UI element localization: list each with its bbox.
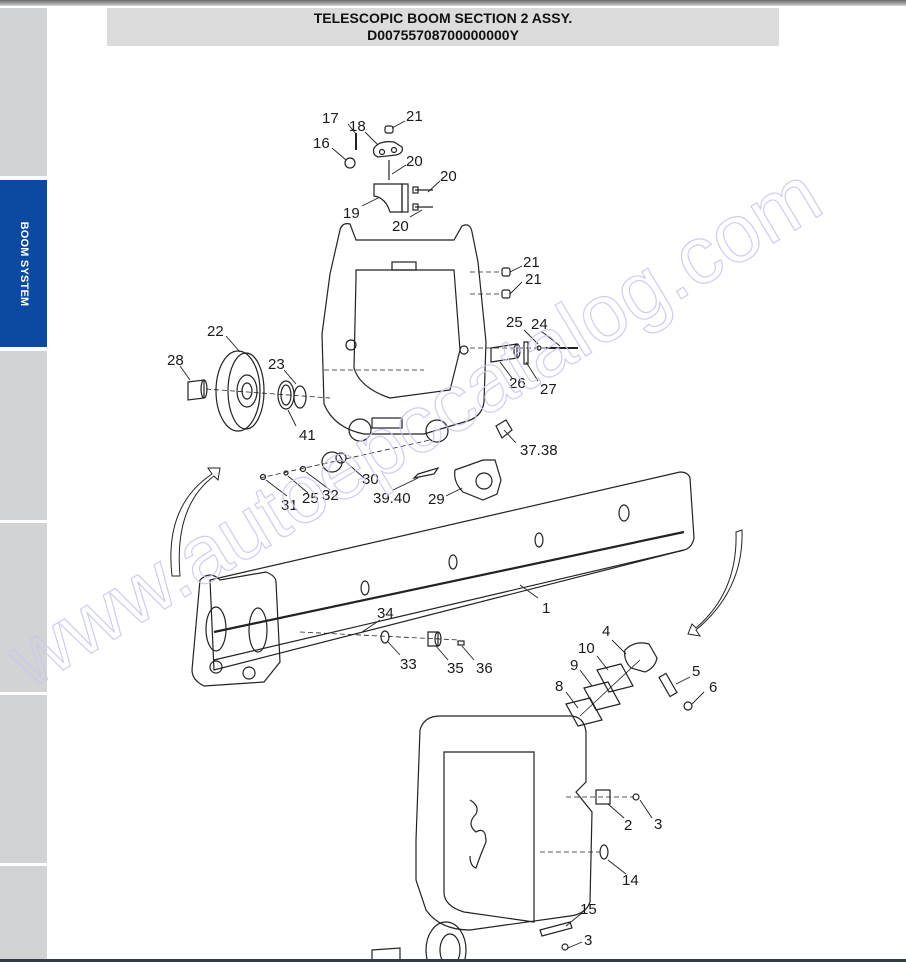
callout-5[interactable]: 5 (692, 663, 700, 680)
callout-1[interactable]: 1 (542, 600, 550, 617)
callout-2[interactable]: 2 (624, 817, 632, 834)
callout-37-38[interactable]: 37.38 (520, 442, 558, 459)
callout-17[interactable]: 17 (322, 110, 339, 127)
pin-group-24-27 (470, 267, 578, 365)
callout-33[interactable]: 33 (400, 656, 417, 673)
callout-32[interactable]: 32 (322, 487, 339, 504)
callout-20[interactable]: 20 (392, 218, 409, 235)
callout-4[interactable]: 4 (602, 623, 610, 640)
callout-20[interactable]: 20 (440, 168, 457, 185)
callout-9[interactable]: 9 (570, 657, 578, 674)
callout-20[interactable]: 20 (406, 153, 423, 170)
callout-21[interactable]: 21 (523, 254, 540, 271)
callout-27[interactable]: 27 (540, 381, 557, 398)
callout-23[interactable]: 23 (268, 356, 285, 373)
bottom-frame-bar (0, 959, 906, 962)
assembly-part-number: D00755708700000000Y (367, 27, 519, 43)
boom-end-section (371, 715, 640, 959)
callout-34[interactable]: 34 (377, 605, 394, 622)
sidebar-tab-label: BOOM SYSTEM (17, 221, 30, 306)
sidebar-tab-5[interactable] (0, 695, 47, 863)
callout-26[interactable]: 26 (509, 375, 526, 392)
callout-29[interactable]: 29 (428, 491, 445, 508)
assembly-title: TELESCOPIC BOOM SECTION 2 ASSY. (313, 10, 573, 26)
sheave-group (187, 350, 331, 432)
callout-19[interactable]: 19 (343, 205, 360, 222)
sidebar-tab-1[interactable] (0, 8, 47, 176)
callout-16[interactable]: 16 (313, 135, 330, 152)
callout-21[interactable]: 21 (406, 108, 423, 125)
callout-22[interactable]: 22 (207, 323, 224, 340)
callout-3[interactable]: 3 (584, 932, 592, 949)
callout-39-40[interactable]: 39.40 (373, 490, 411, 507)
callout-24[interactable]: 24 (531, 316, 548, 333)
callout-6[interactable]: 6 (709, 679, 717, 696)
boom-section-body (191, 471, 695, 687)
bracket-group-29-40 (259, 419, 513, 501)
rotate-arrow-left (170, 467, 221, 577)
boom-head-frame (321, 223, 487, 443)
callout-35[interactable]: 35 (447, 660, 464, 677)
leader-lines (179, 120, 705, 949)
callout-21[interactable]: 21 (525, 271, 542, 288)
rotate-arrow-right (687, 529, 743, 637)
callout-25[interactable]: 25 (302, 490, 319, 507)
exploded-parts-diagram: 17 18 21 16 20 20 19 20 21 21 25 24 22 2… (167, 108, 743, 959)
sidebar-tab-boom-system[interactable]: BOOM SYSTEM (0, 180, 47, 347)
top-frame-bar (0, 0, 906, 6)
sidebar-tab-3[interactable] (0, 351, 47, 520)
callout-8[interactable]: 8 (555, 678, 563, 695)
callout-28[interactable]: 28 (167, 352, 184, 369)
callout-18[interactable]: 18 (349, 118, 366, 135)
callout-41[interactable]: 41 (299, 427, 316, 444)
page-title: TELESCOPIC BOOM SECTION 2 ASSY. D0075570… (107, 8, 779, 46)
callout-15[interactable]: 15 (580, 901, 597, 918)
callout-36[interactable]: 36 (476, 660, 493, 677)
wear-pad-group (565, 642, 693, 727)
sidebar-tab-6[interactable] (0, 866, 47, 959)
callout-30[interactable]: 30 (362, 471, 379, 488)
callout-10[interactable]: 10 (578, 640, 595, 657)
callout-14[interactable]: 14 (622, 872, 639, 889)
pin-bracket-group (344, 125, 433, 213)
sidebar-tab-4[interactable] (0, 523, 47, 692)
callout-25[interactable]: 25 (506, 314, 523, 331)
callout-3[interactable]: 3 (654, 816, 662, 833)
callout-31[interactable]: 31 (281, 497, 298, 514)
